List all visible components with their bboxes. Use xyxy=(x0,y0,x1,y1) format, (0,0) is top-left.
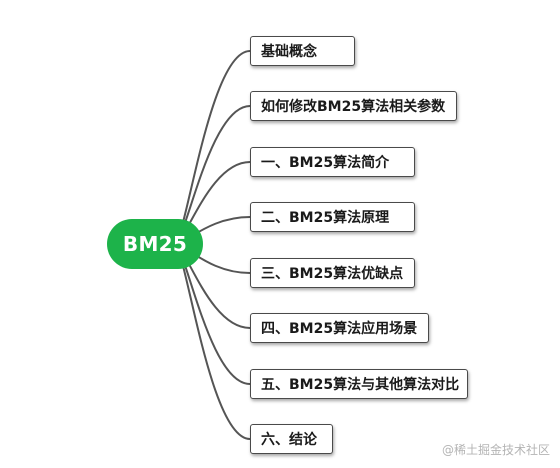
branch-node-pros-cons[interactable]: 三、BM25算法优缺点 xyxy=(250,258,415,288)
branch-node-conclusion[interactable]: 六、结论 xyxy=(250,424,333,454)
branch-label: 五、BM25算法与其他算法对比 xyxy=(261,377,460,393)
branch-node-intro[interactable]: 一、BM25算法简介 xyxy=(250,147,415,177)
watermark: @稀土掘金技术社区 xyxy=(441,443,550,457)
branch-node-comparison[interactable]: 五、BM25算法与其他算法对比 xyxy=(250,369,468,399)
branch-label: 基础概念 xyxy=(261,44,317,60)
branch-label: 三、BM25算法优缺点 xyxy=(261,266,404,282)
branch-node-principle[interactable]: 二、BM25算法原理 xyxy=(250,202,415,232)
branch-label: 如何修改BM25算法相关参数 xyxy=(261,99,446,115)
branch-label: 四、BM25算法应用场景 xyxy=(261,321,418,337)
branch-node-use-cases[interactable]: 四、BM25算法应用场景 xyxy=(250,313,429,343)
root-node-bm25[interactable]: BM25 xyxy=(107,219,203,269)
branch-node-modify-params[interactable]: 如何修改BM25算法相关参数 xyxy=(250,91,457,121)
branch-label: 六、结论 xyxy=(261,432,317,448)
branch-label: 二、BM25算法原理 xyxy=(261,210,390,226)
branch-node-basic-concepts[interactable]: 基础概念 xyxy=(250,36,355,66)
branch-label: 一、BM25算法简介 xyxy=(261,155,390,171)
